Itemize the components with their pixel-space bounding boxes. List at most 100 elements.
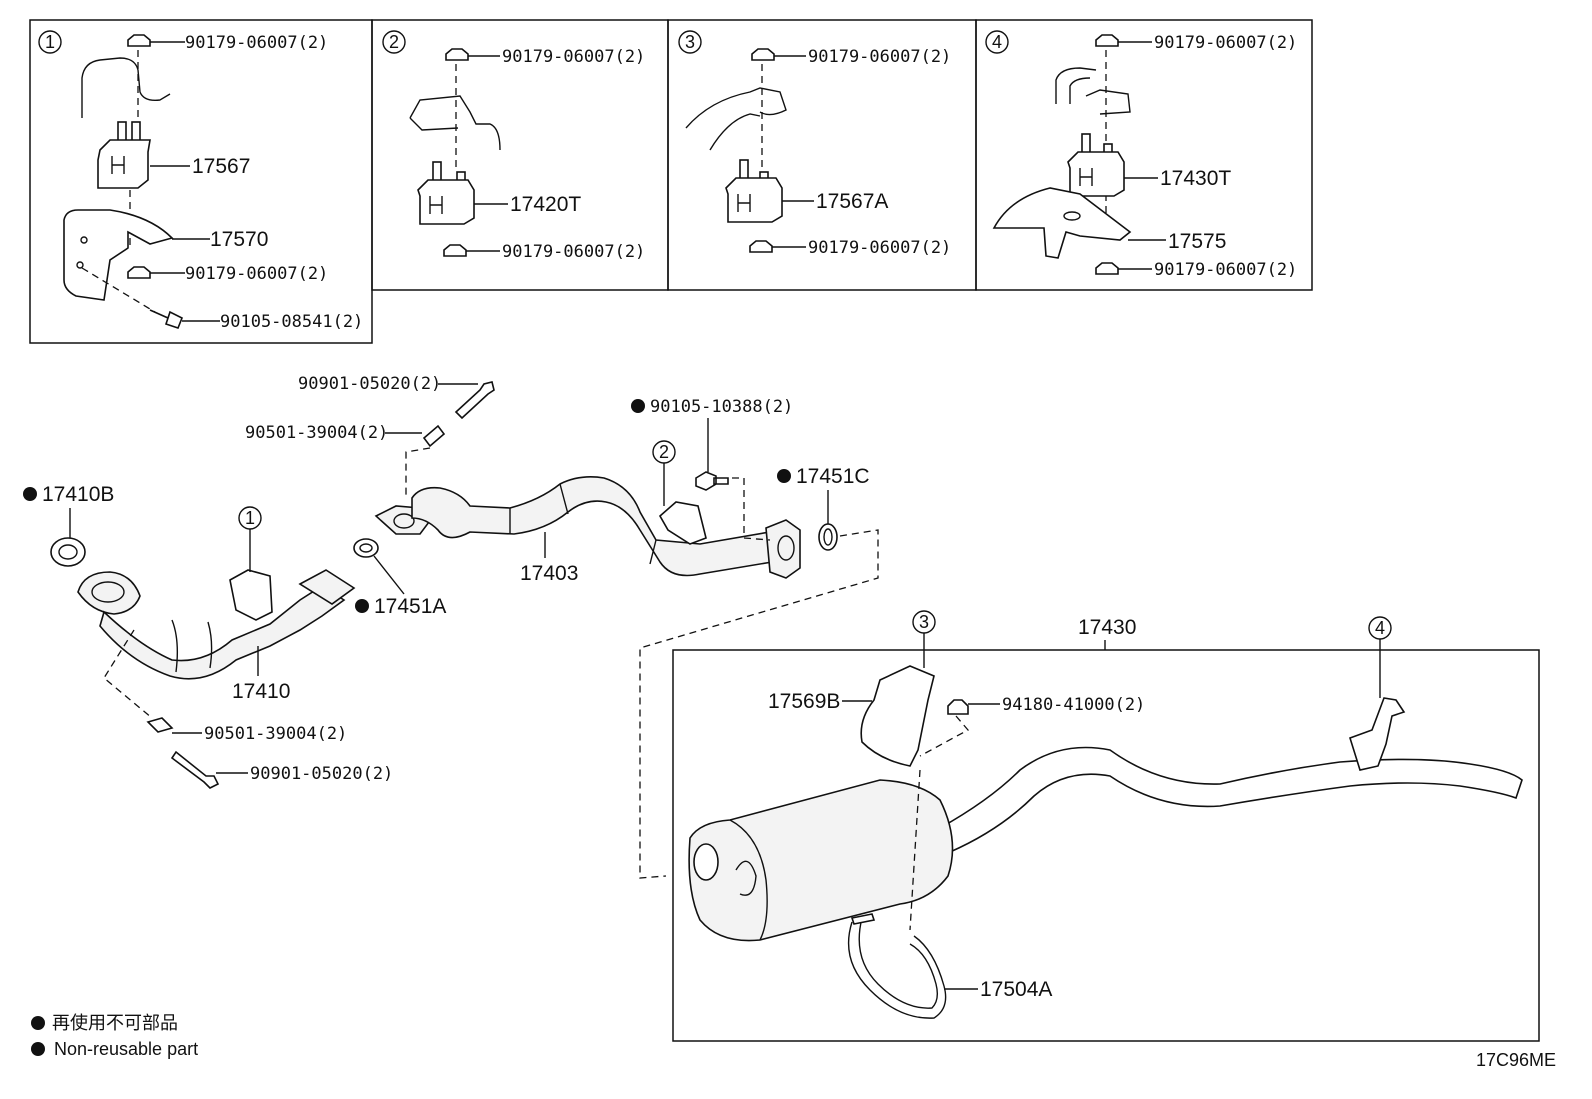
inset-3: 3 90179-06007(2) 17567A 90179-06007(2) — [667, 19, 977, 291]
muffler-embossing — [735, 860, 757, 896]
diagram-code: 17C96ME — [1476, 1050, 1556, 1070]
inset-2-label-17420T: 17420T — [510, 193, 581, 216]
non-reusable-dot-icon — [631, 399, 645, 413]
inset-4-number: 4 — [992, 32, 1002, 52]
mount-h-mark — [737, 194, 751, 212]
legend-dot-icon — [31, 1042, 45, 1056]
pipe-joint-lines — [509, 483, 657, 565]
nut-icon — [1095, 34, 1119, 47]
callout-3: 3 — [919, 612, 929, 632]
legend-dot-icon — [31, 1016, 45, 1030]
front-pipe-body-icon — [99, 585, 346, 680]
frame-bracket-outline — [81, 57, 171, 118]
hanger-bracket-icon — [1349, 697, 1406, 771]
inset-4-number-circle — [985, 30, 1009, 54]
dashed-guide — [103, 629, 153, 719]
gasket-icon — [353, 538, 379, 558]
gasket-icon — [818, 523, 838, 551]
inset-3-number-circle — [678, 30, 702, 54]
inset-2: 2 90179-06007(2) 17420T 90179-06007(2) — [371, 19, 669, 291]
nut-icon — [445, 48, 469, 61]
heat-insulator-icon — [860, 665, 935, 767]
frame-bracket-outline — [409, 95, 501, 151]
nut-icon — [443, 244, 467, 257]
inset-3-label-17567A: 17567A — [816, 190, 888, 213]
stud-icon — [1081, 133, 1091, 155]
pipe-flange-icon — [765, 519, 801, 579]
callout-4: 4 — [1375, 618, 1385, 638]
label-band: 17504A — [980, 978, 1052, 1001]
callout-1: 1 — [245, 508, 255, 528]
nut-icon — [1095, 262, 1119, 275]
inset-1-label-17570: 17570 — [210, 228, 268, 251]
inset-4-label-17430T: 17430T — [1160, 167, 1231, 190]
inset-2-label-nut-top: 90179-06007(2) — [502, 47, 645, 67]
stud-icon — [117, 121, 127, 143]
legend-en: Non-reusable part — [54, 1039, 198, 1059]
mount-h-mark — [111, 156, 125, 174]
inset-1-number-circle — [38, 30, 62, 54]
band-clip-icon — [850, 913, 876, 925]
label-nut-94180: 94180-41000(2) — [1002, 695, 1145, 715]
label-gasket-17410B: 17410B — [42, 483, 114, 506]
inset-2-label-nut-bottom: 90179-06007(2) — [502, 242, 645, 262]
stud-icon — [131, 121, 141, 143]
front-pipe-17410: 17410 1 — [77, 506, 356, 719]
inset-4-frame — [975, 19, 1313, 291]
non-reusable-dot-icon — [355, 599, 369, 613]
frame-bracket-outline — [409, 117, 459, 131]
legend-jp: 再使用不可部品 — [52, 1013, 178, 1033]
leader-line — [373, 555, 405, 595]
nut-icon — [749, 240, 773, 253]
mount-rubber-icon — [725, 177, 783, 223]
inset-4: 4 90179-06007(2) 17430T 17575 90179-0600… — [975, 19, 1313, 291]
gasket-17410B: 17410B — [23, 483, 114, 567]
nut-icon — [947, 699, 969, 715]
inset-3-number: 3 — [685, 32, 695, 52]
nut-icon — [127, 266, 151, 279]
inset-3-label-nut-bottom: 90179-06007(2) — [808, 238, 951, 258]
bolt-icon — [454, 381, 495, 420]
muffler-icon — [688, 779, 954, 942]
inset-1: 1 90179-06007(2) 17567 17570 90179-06007… — [29, 19, 373, 344]
center-pipe-body-icon — [411, 476, 773, 577]
muffler-outlet-icon — [693, 843, 719, 881]
tail-pipe-17430: 17430 4 3 17569B 94180-41000(2) 17504A — [672, 610, 1540, 1042]
center-pipe-fasteners: 90901-05020(2) 90501-39004(2) — [245, 374, 495, 498]
nut-icon — [127, 34, 151, 47]
bracket-17570-icon — [63, 209, 174, 301]
label-center-pipe: 17403 — [520, 562, 578, 585]
callout-2: 2 — [659, 442, 669, 462]
mount-rubber-icon — [417, 179, 475, 225]
inset-1-label-17567: 17567 — [192, 155, 250, 178]
non-reusable-dot-icon — [23, 487, 37, 501]
bolt-icon — [695, 471, 729, 491]
tail-pipe-frame — [672, 649, 1540, 1042]
band-icon — [847, 921, 947, 1019]
inset-1-number: 1 — [45, 32, 55, 52]
label-gasket-17451C: 17451C — [796, 465, 870, 488]
mount-h-mark — [1079, 168, 1093, 186]
mount-rubber-icon — [1067, 151, 1125, 197]
pipe-flange-icon — [298, 569, 356, 605]
stud-icon — [432, 161, 442, 183]
muffler-end-cap — [729, 819, 768, 941]
inset-4-label-nut-top: 90179-06007(2) — [1154, 33, 1297, 53]
label-spring-upper: 90501-39004(2) — [245, 423, 388, 443]
hanger-bracket-icon — [229, 569, 273, 621]
legend: 再使用不可部品 Non-reusable part — [31, 1013, 198, 1059]
frame-bracket-outline — [1055, 67, 1131, 115]
nut-icon — [751, 48, 775, 61]
inset-1-label-bolt: 90105-08541(2) — [220, 312, 363, 332]
mount-h-mark — [429, 196, 443, 214]
center-pipe-17403: 17403 2 — [374, 440, 801, 585]
label-gasket-17451A: 17451A — [374, 595, 446, 618]
frame-bracket-outline — [709, 113, 761, 151]
label-front-pipe: 17410 — [232, 680, 290, 703]
dashed-guide — [639, 529, 879, 879]
label-spring-lower: 90501-39004(2) — [204, 724, 347, 744]
inset-3-label-nut-top: 90179-06007(2) — [808, 47, 951, 67]
inset-4-label-nut-bottom: 90179-06007(2) — [1154, 260, 1297, 280]
dashed-guide — [81, 267, 156, 313]
